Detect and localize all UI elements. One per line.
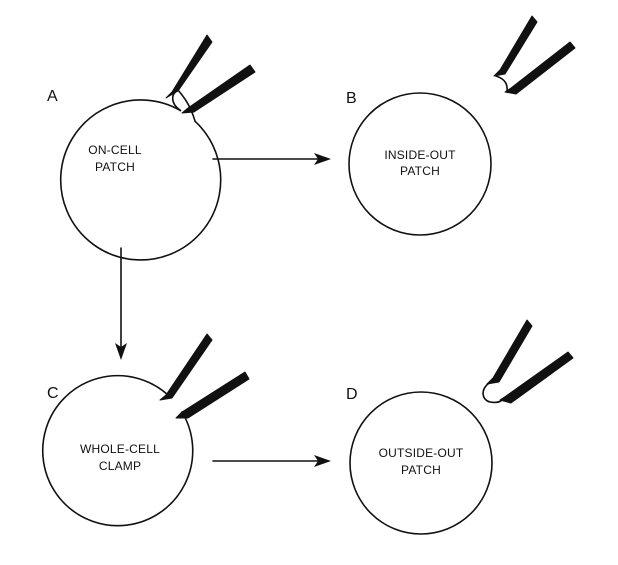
pipette-b-lower-icon bbox=[504, 41, 576, 95]
cell-d-membrane bbox=[349, 391, 493, 535]
cell-a-label-line-2: PATCH bbox=[95, 160, 135, 174]
cell-b-label-line-1: INSIDE-OUT bbox=[384, 148, 456, 162]
arrow-a-to-c-head bbox=[115, 343, 127, 360]
cell-b-membrane bbox=[348, 92, 492, 236]
pipette-b-upper-icon bbox=[493, 15, 538, 77]
cell-b-label-line-2: PATCH bbox=[400, 164, 440, 178]
pipette-a-upper-icon bbox=[165, 34, 213, 99]
panel-b-letter: B bbox=[346, 90, 357, 107]
outside-out-patch-membrane bbox=[482, 382, 503, 404]
arrow-c-to-d bbox=[212, 455, 331, 467]
pipette-a-lower-icon bbox=[181, 64, 256, 114]
pipette-d-upper-icon bbox=[486, 319, 533, 385]
arrow-c-to-d-head bbox=[314, 455, 331, 467]
panel-a-letter: A bbox=[47, 88, 58, 105]
pipette-c-upper-icon bbox=[159, 333, 213, 401]
arrow-a-to-c bbox=[115, 247, 127, 360]
arrow-a-to-b bbox=[212, 153, 331, 165]
panel-d-letter: D bbox=[346, 386, 358, 403]
cell-d-label-line-1: OUTSIDE-OUT bbox=[379, 446, 464, 460]
panel-c: C WHOLE-CELL CLAMP bbox=[41, 333, 250, 527]
cell-c-label-line-1: WHOLE-CELL bbox=[80, 442, 160, 456]
cell-a-label-line-1: ON-CELL bbox=[88, 143, 142, 157]
panel-c-letter: C bbox=[47, 385, 59, 402]
cell-d-label-line-2: PATCH bbox=[401, 463, 441, 477]
panel-a: A ON-CELL PATCH bbox=[47, 34, 256, 261]
panel-d: D OUTSIDE-OUT PATCH bbox=[346, 319, 574, 535]
cell-c-label-line-2: CLAMP bbox=[99, 459, 141, 473]
pipette-c-lower-icon bbox=[175, 371, 250, 419]
cell-c-membrane bbox=[41, 374, 194, 527]
pipette-d-lower-icon bbox=[499, 351, 574, 404]
arrow-a-to-b-head bbox=[314, 153, 331, 165]
cell-a-membrane bbox=[59, 99, 222, 261]
inside-out-patch-membrane bbox=[495, 75, 508, 93]
panel-b: B INSIDE-OUT PATCH bbox=[346, 15, 576, 236]
